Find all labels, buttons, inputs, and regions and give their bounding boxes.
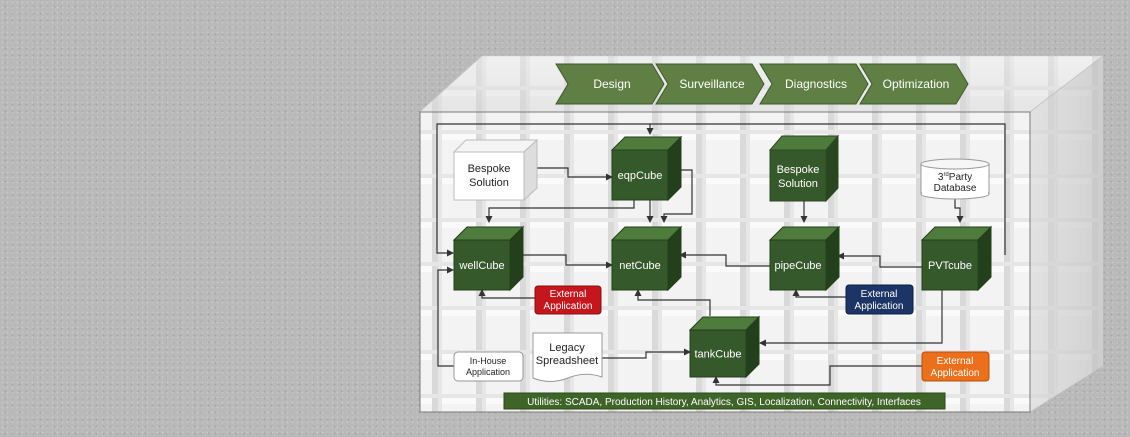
stage-chevron-design: Design	[555, 63, 665, 105]
cube-label-tank: tankCube	[694, 349, 741, 361]
stage-label: Diagnostics	[785, 77, 847, 91]
external-application-blue: External Application	[845, 284, 914, 315]
ext-red-line2: Application	[544, 301, 593, 312]
ext-orange-line2: Application	[931, 368, 980, 379]
legacy-line2: Spreadsheet	[536, 355, 598, 367]
connectors	[436, 123, 1006, 386]
stage-label: Optimization	[883, 77, 950, 91]
cube-label-pipe: pipeCube	[774, 260, 821, 272]
external-application-red: External Application	[534, 285, 602, 315]
bespoke-left-line1: Bespoke	[468, 163, 511, 175]
stage-chevron-surveillance: Surveillance	[655, 63, 765, 105]
cube-label-well: wellCube	[458, 260, 504, 272]
cubes: eqpCube wellCube netCube pipeCube PVTcube tan…	[452, 135, 993, 379]
stage-chevron-optimization: Optimization	[859, 63, 969, 105]
ext-red-line1: External	[550, 289, 587, 300]
utilities-bar: Utilities: SCADA, Production History, An…	[503, 392, 946, 410]
database-line1: 3rdParty	[938, 172, 972, 183]
inhouse-line2: Application	[466, 367, 510, 377]
third-party-database: 3rdParty Database	[920, 158, 990, 200]
database-line2: Database	[934, 183, 977, 194]
stage-chevrons: Design Surveillance Diagnostics Optimizatio…	[555, 63, 969, 105]
legacy-line1: Legacy	[549, 342, 585, 354]
bespoke-solution-left: Bespoke Solution	[452, 138, 539, 202]
stage-chevron-diagnostics: Diagnostics	[759, 63, 869, 105]
cube-well: wellCube	[452, 225, 525, 292]
in-house-application: In-House Application	[453, 351, 524, 382]
utilities-label: Utilities: SCADA, Production History, An…	[527, 397, 921, 408]
cube-label-eqp: eqpCube	[618, 170, 663, 182]
cube-tank: tankCube	[688, 315, 761, 379]
ext-orange-line1: External	[937, 356, 974, 367]
cube-pvt: PVTcube	[920, 225, 993, 292]
cube-eqp: eqpCube	[610, 135, 683, 202]
bespoke-right-line2: Solution	[778, 178, 818, 190]
stage-label: Design	[593, 77, 630, 91]
external-application-orange: External Application	[921, 351, 990, 382]
cube-label-pvt: PVTcube	[928, 260, 972, 272]
cube-label-net: netCube	[619, 260, 661, 272]
stage-label: Surveillance	[679, 77, 745, 91]
inhouse-line1: In-House	[470, 356, 507, 366]
cube-net: netCube	[610, 225, 683, 292]
bespoke-left-line2: Solution	[469, 177, 509, 189]
bespoke-solution-right: Bespoke Solution	[768, 134, 840, 203]
ext-blue-line1: External	[861, 289, 898, 300]
ext-blue-line2: Application	[855, 301, 904, 312]
cube-pipe: pipeCube	[768, 225, 841, 292]
bespoke-right-line1: Bespoke	[777, 164, 820, 176]
legacy-spreadsheet: Legacy Spreadsheet	[532, 332, 603, 382]
